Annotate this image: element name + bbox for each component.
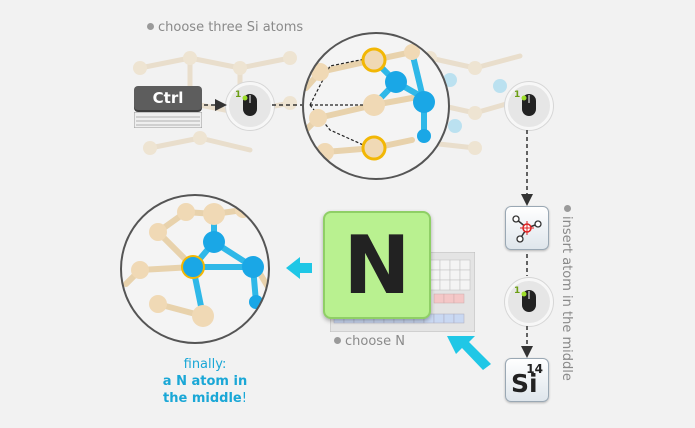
keyboard-icon	[134, 112, 202, 128]
final-line-3-end: !	[241, 391, 247, 406]
ctrl-key: Ctrl	[134, 86, 202, 110]
mouse-left-click-icon: 1	[514, 286, 536, 312]
click-count-3: 1	[514, 286, 520, 296]
mouse-left-click-icon: 1	[235, 90, 257, 116]
caption-choose-si-text: choose three Si atoms	[158, 20, 304, 35]
cyan-arrow-icon	[447, 336, 491, 370]
final-line-1: finally:	[183, 357, 227, 372]
n-symbol: N	[343, 219, 411, 312]
si-element-tile[interactable]: Si 14	[505, 358, 549, 402]
insert-atom-tool-button[interactable]	[505, 206, 549, 250]
insert-atom-tool-icon	[512, 215, 542, 243]
zoom-n-atom-result	[120, 194, 270, 344]
n-element-tile[interactable]: N	[323, 211, 431, 319]
click-count-2: 1	[514, 90, 520, 100]
mouse-click-badge-1: 1	[226, 82, 274, 130]
final-caption: finally: a N atom in the middle!	[150, 356, 260, 407]
zoom-selecting-si-atoms	[302, 32, 450, 180]
mouse-left-click-icon: 1	[514, 90, 536, 116]
final-line-3-bold: the middle	[163, 391, 242, 406]
final-line-2: a N atom in	[162, 374, 248, 389]
mouse-click-badge-2: 1	[505, 82, 553, 130]
caption-choose-si: choose three Si atoms	[147, 20, 303, 35]
si-symbol: Si	[511, 369, 538, 398]
si-atomic-number: 14	[526, 362, 543, 376]
mouse-click-badge-3: 1	[505, 278, 553, 326]
caption-choose-n-text: choose N	[345, 334, 405, 349]
caption-insert-middle-text: insert atom in the middle	[559, 216, 574, 381]
caption-insert-middle: insert atom in the middle	[559, 205, 582, 395]
cyan-arrow-left-icon	[286, 257, 312, 279]
click-count-1: 1	[235, 90, 241, 100]
caption-choose-n: choose N	[334, 334, 405, 349]
